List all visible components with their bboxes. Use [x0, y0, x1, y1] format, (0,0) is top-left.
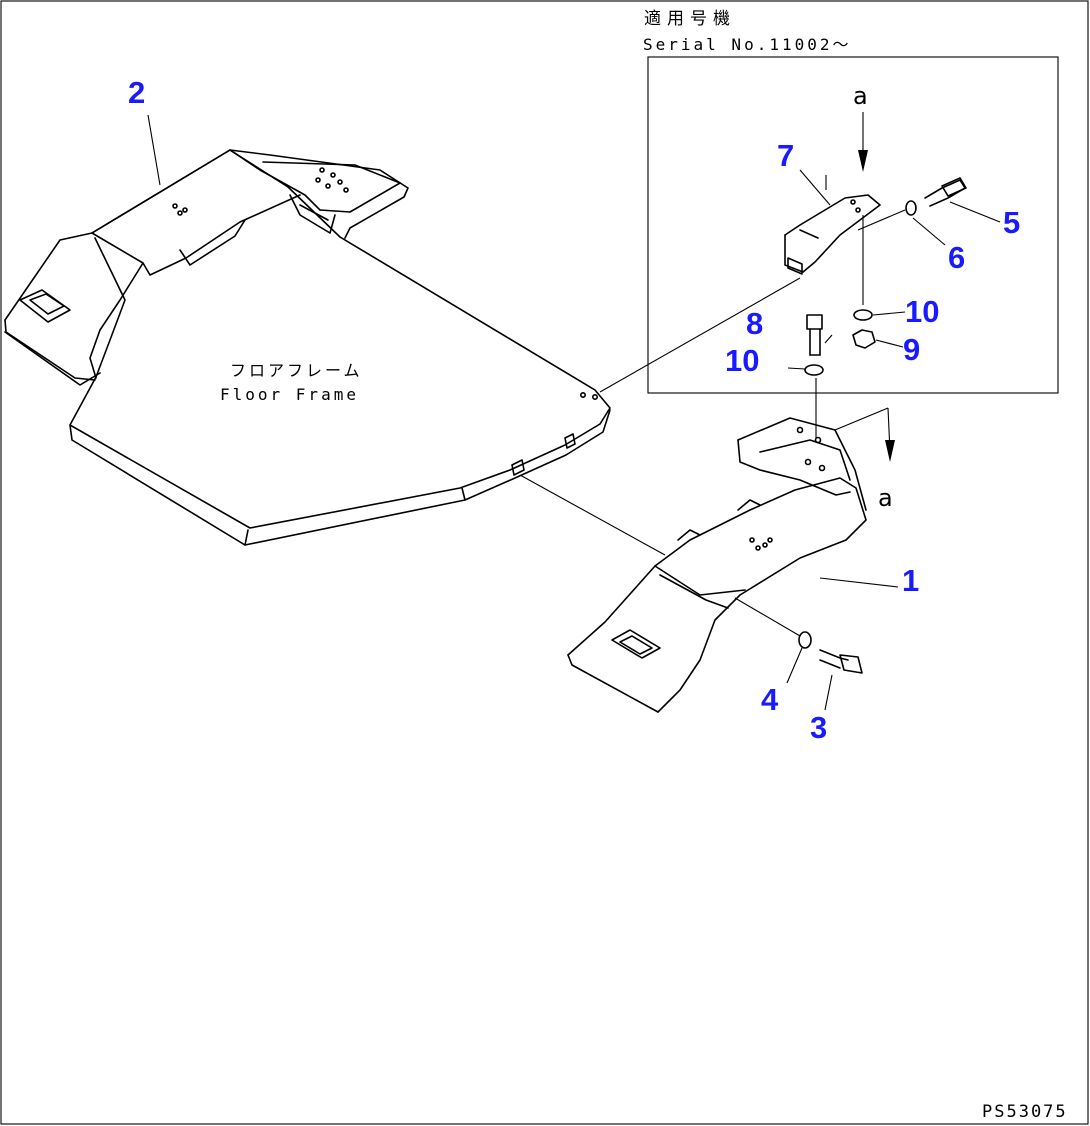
view-letter-top: a: [853, 82, 868, 110]
part-1-side-frame: [567, 417, 867, 713]
floor-frame-label-jp: フロアフレーム: [230, 361, 363, 380]
callout-10-upper: 10: [905, 294, 940, 329]
floor-frame-label-en: Floor Frame: [220, 385, 359, 404]
bolt-5: [924, 177, 967, 207]
callout-7: 7: [777, 138, 795, 173]
callout-8: 8: [746, 306, 764, 341]
callout-5: 5: [1003, 205, 1021, 240]
bolt-8: [806, 314, 823, 356]
bolt-3: [819, 649, 863, 674]
washer-4: [798, 631, 812, 649]
view-letter-right: a: [878, 484, 893, 512]
callout-6: 6: [948, 240, 966, 275]
floor-frame-plate: [69, 149, 611, 546]
part-2-side-frame: [4, 149, 409, 386]
washer-6: [905, 200, 917, 216]
callout-1: 1: [902, 563, 920, 598]
part-7-bracket: [784, 194, 881, 275]
washer-10-upper: [853, 309, 873, 321]
drawing-code: PS53075: [982, 1102, 1068, 1122]
nut-9: [852, 329, 876, 349]
assembly-lines: [147, 114, 1001, 711]
washer-10-lower: [804, 364, 824, 376]
callout-2: 2: [128, 75, 146, 110]
callout-3: 3: [810, 710, 828, 745]
callout-10-lower: 10: [725, 343, 760, 378]
detail-box: [647, 56, 1059, 394]
view-arrow-right: [885, 407, 895, 462]
callout-9: 9: [903, 332, 921, 367]
applicable-serial-heading-jp: 適用号機: [644, 9, 736, 29]
view-arrow-top: [858, 112, 868, 172]
serial-number-range: Serial No.11002〜: [643, 35, 852, 54]
callout-4: 4: [761, 682, 779, 717]
